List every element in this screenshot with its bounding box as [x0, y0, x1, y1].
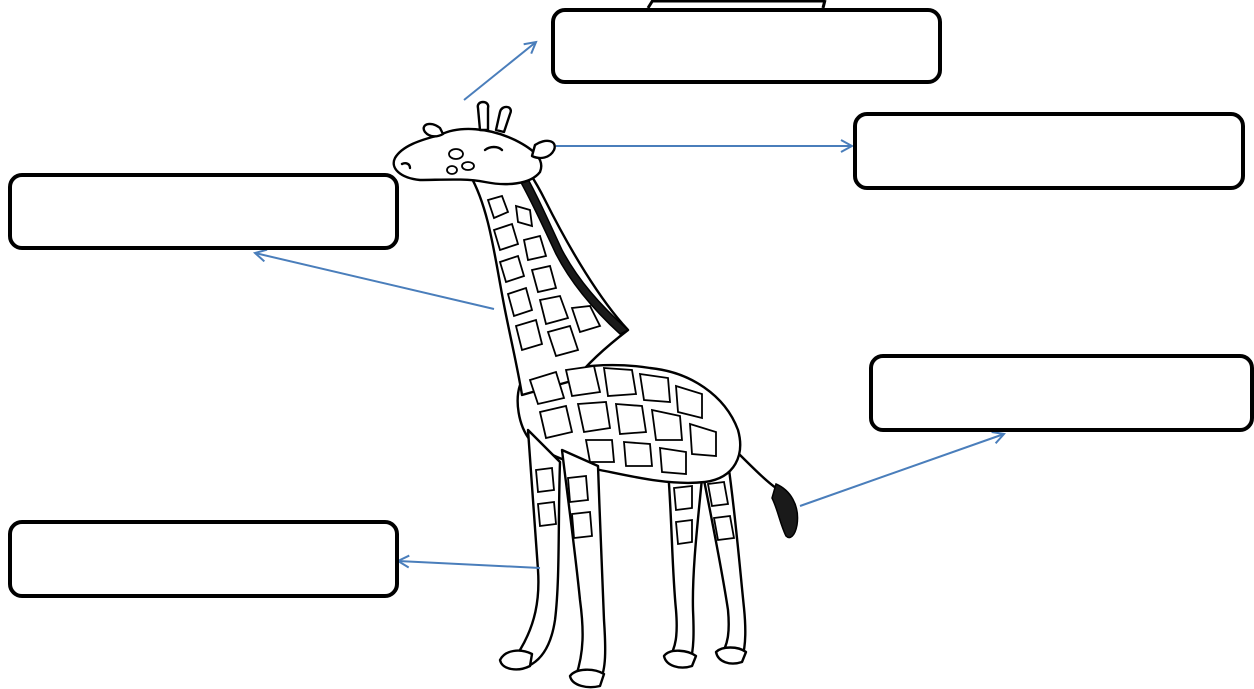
label-box-left-upper[interactable] [8, 173, 399, 250]
label-text-right-upper [857, 116, 1241, 186]
pointer-arrows [255, 42, 1004, 569]
label-text-left-lower [12, 524, 395, 594]
cropped-top-shape [646, 0, 827, 9]
label-text-right-lower [873, 358, 1250, 428]
label-box-left-lower[interactable] [8, 520, 399, 598]
label-text-top-center [555, 12, 938, 80]
arrow-to-left-upper [255, 253, 495, 310]
arrow-to-right-lower [799, 434, 1004, 507]
arrow-to-top-center [463, 42, 536, 101]
label-box-right-lower[interactable] [869, 354, 1254, 432]
giraffe-illustration [392, 100, 799, 689]
label-box-top-center[interactable] [551, 8, 942, 84]
label-box-right-upper[interactable] [853, 112, 1245, 190]
label-text-left-upper [12, 177, 395, 246]
arrow-to-left-lower [398, 561, 541, 569]
